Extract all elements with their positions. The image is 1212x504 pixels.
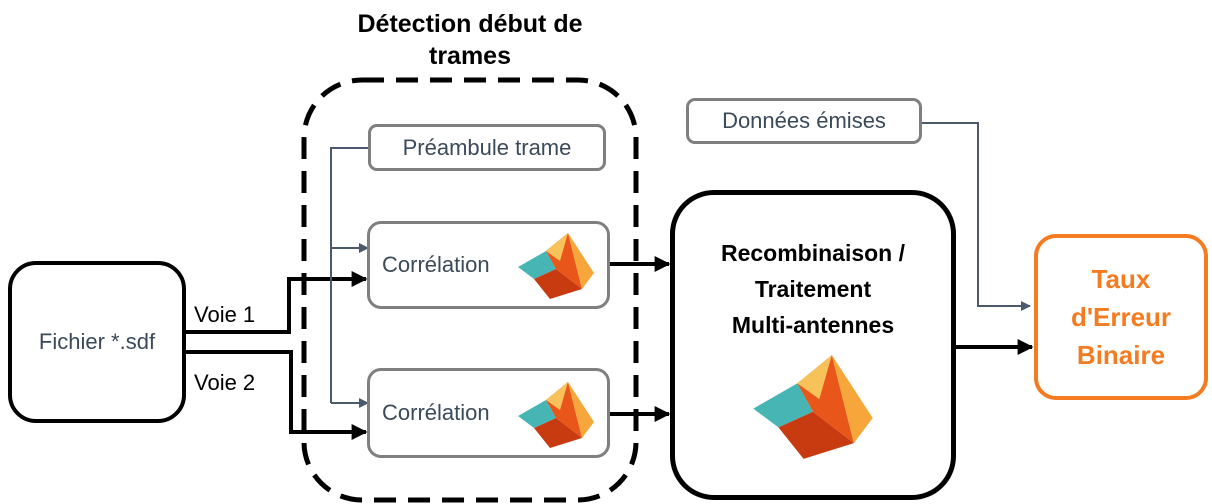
correlation-bottom-box: Corrélation [367,368,610,458]
sent-data-label: Données émises [722,108,886,133]
matlab-logo-icon [518,382,594,448]
group-title-line2: trames [429,42,511,70]
preamble-label: Préambule trame [402,134,572,160]
voie2-arrow [185,350,368,440]
processing-title-line3: Multi-antennes [731,312,895,338]
correlation-top-label: Corrélation [382,252,490,277]
channel2-label: Voie 2 [194,370,256,395]
sent-data-box: Données émises [686,98,922,144]
processing-title-line1: Recombinaison / [720,240,906,266]
result-line3: Binaire [1076,340,1166,370]
channel1-label: Voie 1 [194,302,256,327]
correlation-top-box: Corrélation [367,221,610,309]
detection-group-border [301,77,639,503]
sent-data-arrow [922,122,1031,311]
source-file-box: Fichier *.sdf [8,261,186,423]
result-line2: d'Erreur [1070,302,1172,332]
result-box: Taux d'Erreur Binaire [1034,234,1208,400]
preamble-feed-line [330,147,370,403]
processing-box [670,190,956,500]
processing-title-line2: Traitement [754,276,872,302]
matlab-logo-icon [518,233,594,299]
preamble-box: Préambule trame [368,124,606,171]
result-line1: Taux [1091,264,1151,294]
source-file-label: Fichier *.sdf [38,329,156,354]
matlab-logo-icon [753,355,873,459]
voie1-arrow [185,271,368,334]
correlation-bottom-label: Corrélation [382,400,490,425]
group-title-line1: Détection début de [357,10,583,38]
